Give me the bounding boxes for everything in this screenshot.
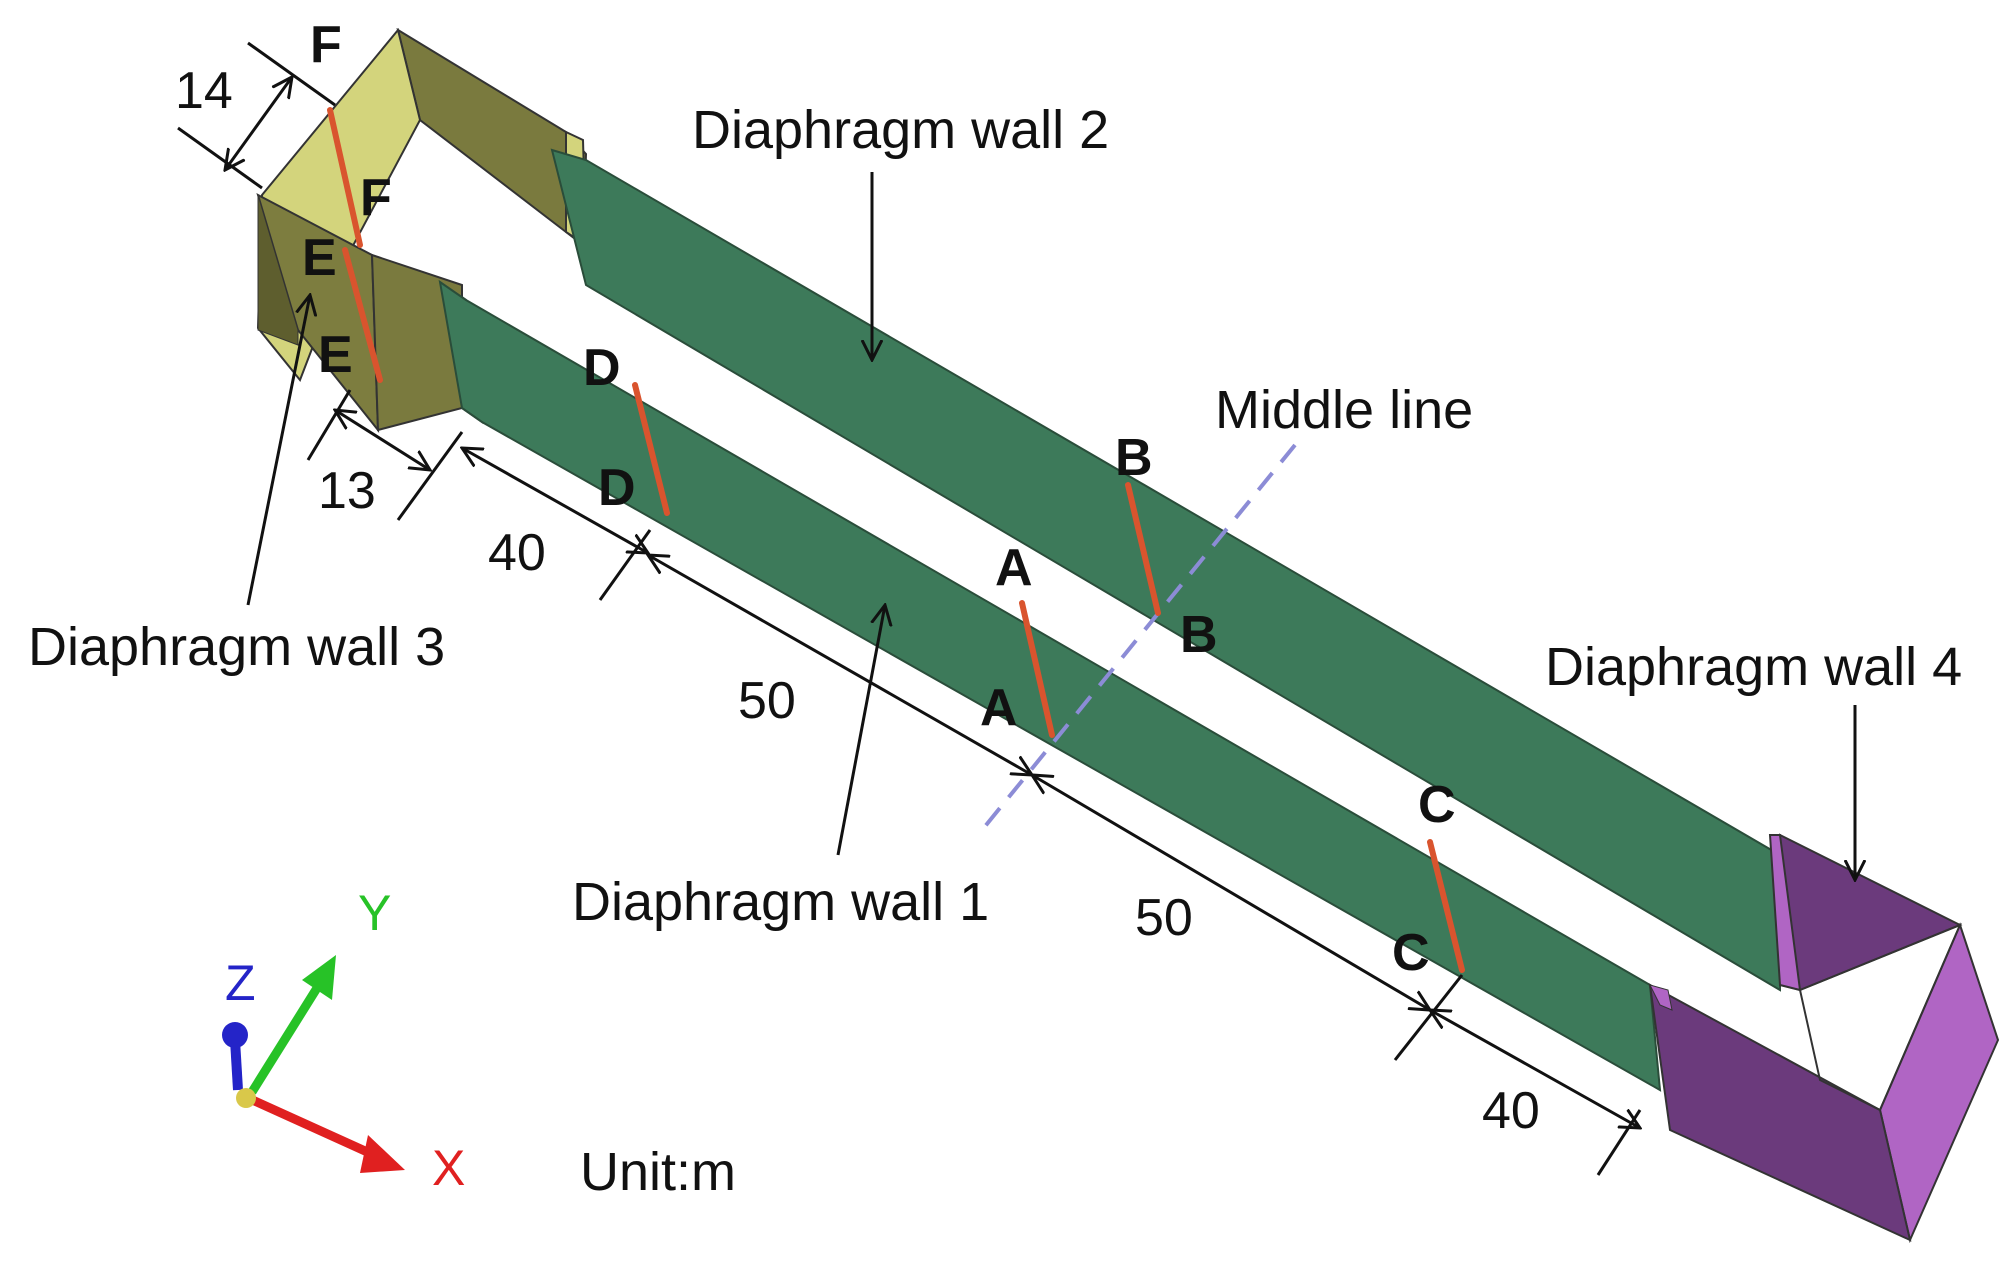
dim-14-arrow [225, 77, 292, 170]
label-wall4: Diaphragm wall 4 [1545, 637, 1962, 697]
wall3-lower-front-face [370, 253, 463, 432]
dim-40-left-arrow [462, 448, 648, 553]
wall3-left-face [257, 194, 299, 346]
section-label-C-bottom: C [1392, 924, 1430, 982]
dim-14-label: 14 [175, 62, 233, 120]
section-line-D [632, 382, 670, 516]
dim-13-label: 13 [318, 462, 376, 520]
axis-x-shaft [246, 1093, 387, 1165]
dim-40-right-label: 40 [1482, 1082, 1540, 1140]
section-label-D-bottom: D [598, 459, 636, 517]
section-label-B-top: B [1115, 429, 1153, 487]
wall4-top-face [1798, 923, 1962, 1112]
axis-label-y: Y [358, 885, 391, 941]
section-line-B [1125, 482, 1161, 616]
wall1-leader [836, 605, 885, 856]
dim-50-left-label: 50 [738, 672, 796, 730]
section-line-E [342, 247, 383, 383]
axis-x-head [360, 1135, 405, 1173]
wall4-front-face [1648, 983, 1912, 1242]
section-label-A-bottom: A [980, 679, 1018, 737]
dim-50-right-arrow [1032, 775, 1430, 1010]
section-label-F-top: F [310, 16, 342, 74]
dim-13-arrow [335, 410, 430, 470]
dimension-lines [177, 41, 1640, 1176]
label-wall3: Diaphragm wall 3 [28, 617, 445, 677]
section-label-A-top: A [995, 539, 1033, 597]
axis-y-head [302, 955, 336, 1000]
middle-line [976, 443, 1297, 837]
label-middle-line: Middle line [1215, 380, 1473, 440]
section-label-E-bottom: E [318, 326, 353, 384]
section-label-B-bottom: B [1180, 606, 1218, 664]
axis-label-z: Z [225, 955, 256, 1011]
section-line-F [327, 107, 363, 248]
axis-triad [222, 955, 405, 1173]
dim-50-left-arrow [648, 555, 1032, 775]
label-wall2: Diaphragm wall 2 [692, 100, 1109, 160]
wall3-leader [246, 295, 310, 606]
dim-40-left-label: 40 [488, 524, 546, 582]
section-label-D-top: D [583, 339, 621, 397]
section-label-E-top: E [302, 229, 337, 287]
dim-50-right-label: 50 [1135, 889, 1193, 947]
dim-40-right-arrow [1430, 1010, 1640, 1128]
section-label-F-bottom: F [360, 169, 392, 227]
diaphragm-wall-2 [550, 148, 1781, 992]
text-labels: Diaphragm wall 2 Diaphragm wall 1 Diaphr… [28, 16, 1962, 1202]
axis-origin [236, 1088, 256, 1108]
axis-y-shaft [248, 977, 326, 1095]
label-wall1: Diaphragm wall 1 [572, 872, 989, 932]
diaphragm-wall-4 [1648, 833, 2000, 1244]
section-line-C [1427, 839, 1465, 973]
wall3-back-top-face [396, 27, 588, 247]
wall4-back-face [1779, 833, 1963, 992]
section-label-C-top: C [1418, 776, 1456, 834]
leader-arrows [246, 172, 1855, 880]
axis-label-x: X [432, 1140, 465, 1196]
axis-z-head [222, 1022, 248, 1048]
axis-z-shaft [230, 1039, 243, 1091]
wall4-stub-face [1649, 984, 1673, 1011]
label-unit: Unit:m [580, 1142, 736, 1202]
